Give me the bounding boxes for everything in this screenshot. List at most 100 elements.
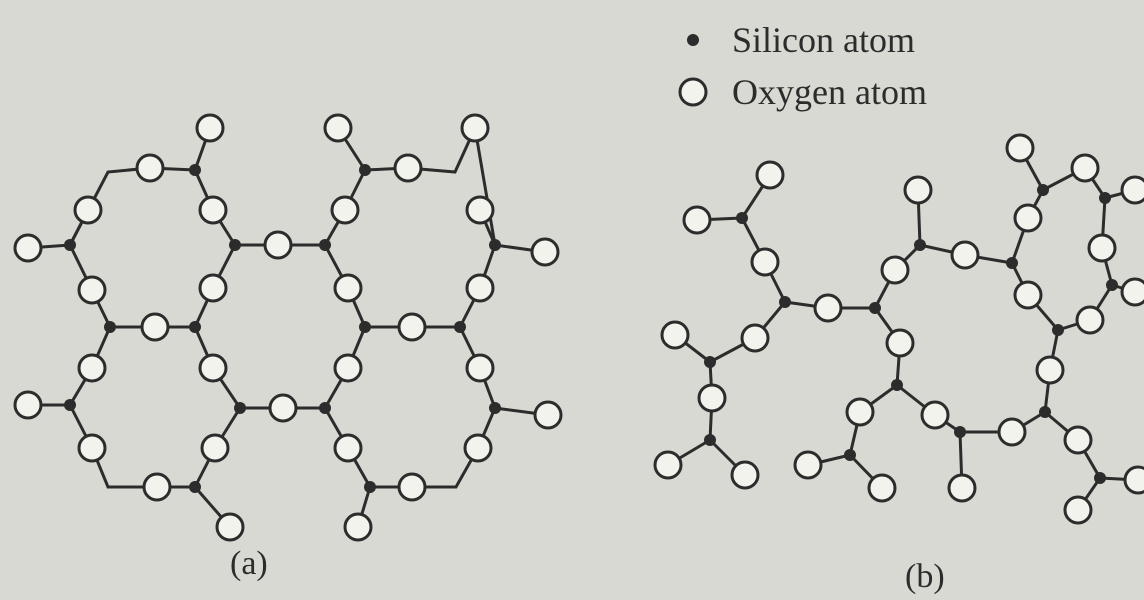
oxygen-atom <box>682 205 712 235</box>
silicon-atom <box>189 481 201 493</box>
silicon-atom <box>189 321 201 333</box>
silicon-atom <box>359 321 371 333</box>
silicon-atom <box>64 239 76 251</box>
silicon-atom <box>704 434 716 446</box>
legend-oxygen-label: Oxygen atom <box>732 72 927 112</box>
oxygen-atom <box>1063 425 1093 455</box>
oxygen-atom <box>465 273 495 303</box>
silicon-atom <box>64 399 76 411</box>
silicon-atom <box>454 321 466 333</box>
oxygen-atom <box>660 320 690 350</box>
oxygen-atom <box>195 113 225 143</box>
oxygen-atom <box>397 312 427 342</box>
silicon-atom <box>319 239 331 251</box>
oxygen-atom <box>697 383 727 413</box>
oxygen-atom <box>323 113 353 143</box>
oxygen-atom <box>393 153 423 183</box>
oxygen-atom <box>333 433 363 463</box>
oxygen-atom <box>460 113 490 143</box>
oxygen-atom <box>920 400 950 430</box>
oxygen-atom <box>793 450 823 480</box>
oxygen-atoms-layer <box>13 113 1144 542</box>
oxygen-atom <box>653 450 683 480</box>
oxygen-atom <box>1070 153 1100 183</box>
oxygen-atom <box>997 417 1027 447</box>
oxygen-atom <box>397 472 427 502</box>
oxygen-atom <box>13 233 43 263</box>
oxygen-atom <box>343 512 373 542</box>
silicon-atom <box>1052 324 1064 336</box>
oxygen-atom <box>73 195 103 225</box>
oxygen-atom <box>845 397 875 427</box>
oxygen-atom <box>198 353 228 383</box>
oxygen-atom <box>215 512 245 542</box>
silicon-atom <box>234 402 246 414</box>
silicon-atom <box>359 164 371 176</box>
silicon-atom <box>704 356 716 368</box>
si-o-bond <box>473 126 497 247</box>
oxygen-atom <box>1035 355 1065 385</box>
oxygen-atom <box>530 237 560 267</box>
silicon-atom <box>189 164 201 176</box>
oxygen-atom <box>135 153 165 183</box>
oxygen-atom <box>755 160 785 190</box>
filled-dot-icon <box>687 34 699 46</box>
oxygen-atom <box>142 472 172 502</box>
silicon-atom <box>1037 184 1049 196</box>
oxygen-atom <box>465 195 495 225</box>
oxygen-atom <box>813 293 843 323</box>
silicon-atom <box>844 449 856 461</box>
silicon-atom <box>229 239 241 251</box>
oxygen-atom <box>13 390 43 420</box>
silicon-atom <box>891 379 903 391</box>
oxygen-atom <box>730 460 760 490</box>
oxygen-atom <box>263 230 293 260</box>
oxygen-atom <box>740 323 770 353</box>
silicon-atom <box>954 426 966 438</box>
oxygen-atom <box>330 195 360 225</box>
oxygen-atom <box>1013 280 1043 310</box>
oxygen-atom <box>947 473 977 503</box>
oxygen-atom <box>1013 203 1043 233</box>
silicon-atom <box>1106 279 1118 291</box>
silicon-atom <box>1006 257 1018 269</box>
open-circle-icon <box>678 77 708 107</box>
legend-oxygen: Oxygen atom <box>676 66 927 118</box>
oxygen-atom <box>140 312 170 342</box>
silicon-atom <box>869 302 881 314</box>
oxygen-atom <box>1120 277 1144 307</box>
oxygen-atom <box>903 175 933 205</box>
legend-silicon: Silicon atom <box>676 14 927 66</box>
legend-silicon-label: Silicon atom <box>732 20 915 60</box>
silicon-atom <box>1039 406 1051 418</box>
caption-b: (b) <box>905 558 945 595</box>
oxygen-atom <box>533 400 563 430</box>
caption-a: (a) <box>230 545 268 582</box>
oxygen-atom <box>950 240 980 270</box>
oxygen-atom <box>1087 233 1117 263</box>
oxygen-atom <box>867 473 897 503</box>
oxygen-atom <box>1120 175 1144 205</box>
oxygen-atom <box>463 433 493 463</box>
silicon-atom <box>1094 472 1106 484</box>
silicon-atom <box>319 402 331 414</box>
oxygen-atom <box>77 433 107 463</box>
oxygen-atom <box>198 273 228 303</box>
oxygen-atom <box>200 433 230 463</box>
silicon-atom <box>489 402 501 414</box>
silicon-atom <box>1099 192 1111 204</box>
silicon-atom <box>736 212 748 224</box>
oxygen-atom <box>885 328 915 358</box>
oxygen-atom <box>268 393 298 423</box>
oxygen-atom <box>1075 305 1105 335</box>
silicon-atoms-layer <box>64 164 1118 493</box>
silicon-atom <box>914 239 926 251</box>
oxygen-atom <box>1123 465 1144 495</box>
ring-corner-bond <box>410 446 480 489</box>
oxygen-atom <box>77 353 107 383</box>
oxygen-atom <box>750 247 780 277</box>
silicon-atom <box>779 296 791 308</box>
oxygen-atom <box>465 353 495 383</box>
